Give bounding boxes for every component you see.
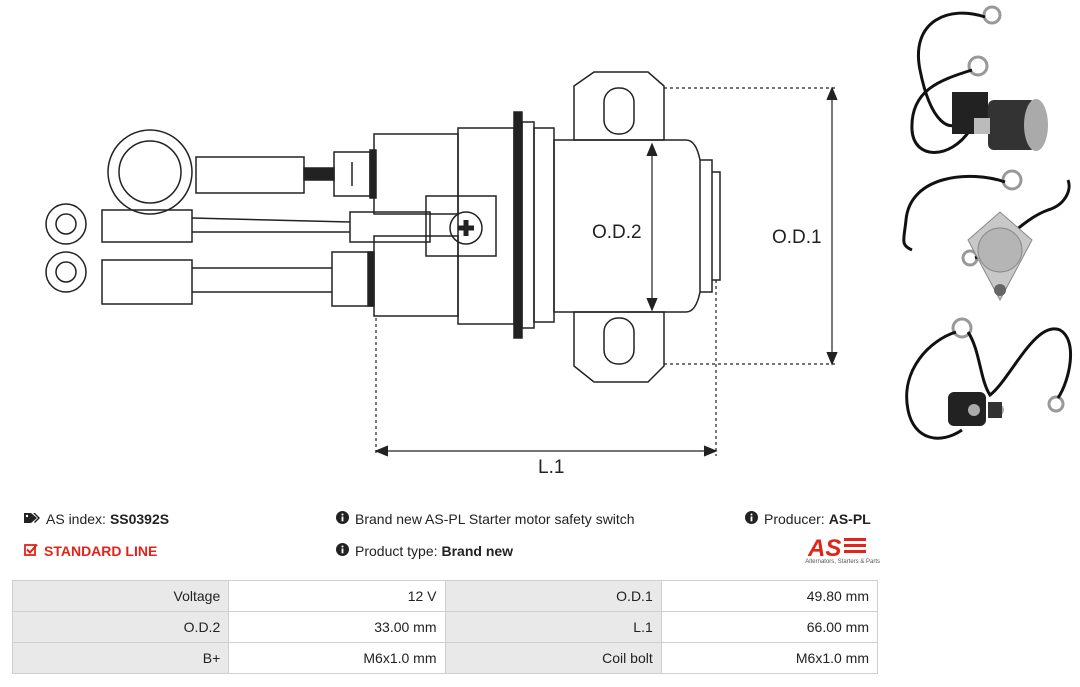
as-pl-logo: AS Alternators, Starters & Parts [790, 535, 880, 569]
spec-key: L.1 [444, 611, 662, 643]
ring-terminal-small-1 [45, 203, 87, 245]
spec-value: 12 V [228, 580, 446, 612]
info-circle-icon [745, 511, 758, 527]
tags-icon [24, 511, 40, 527]
producer-label: Producer: [764, 511, 825, 527]
info-circle-icon [336, 543, 349, 559]
spec-key: Coil bolt [444, 642, 662, 674]
as-index-value: SS0392S [109, 511, 170, 527]
product-photos [890, 0, 1080, 480]
check-square-icon [24, 543, 38, 559]
standard-line-badge: STANDARD LINE [24, 543, 157, 559]
ring-terminal-small-2 [45, 251, 87, 293]
table-row: B+ M6x1.0 mm Coil bolt M6x1.0 mm [11, 642, 879, 674]
as-index-label: AS index: [46, 511, 106, 527]
producer: Producer: AS-PL [745, 511, 871, 527]
l1-label: L.1 [538, 457, 564, 478]
spec-value: M6x1.0 mm [228, 642, 446, 674]
description-text: Brand new AS-PL Starter motor safety swi… [355, 511, 635, 527]
od2-label: O.D.2 [592, 222, 642, 243]
info-circle-icon [336, 511, 349, 527]
ring-terminal-large [107, 129, 193, 215]
producer-value: AS-PL [828, 511, 871, 527]
product-type-value: Brand new [441, 543, 514, 559]
product-info: AS index: SS0392S STANDARD LINE Brand ne… [0, 505, 880, 575]
spec-value: M6x1.0 mm [660, 642, 879, 674]
svg-text:AS: AS [808, 535, 841, 559]
solenoid-schematic: O.D.2 O.D.1 L.1 [45, 71, 838, 478]
mounting-tab-top [573, 71, 665, 141]
product-photo-side [910, 5, 1048, 154]
logo-tagline: Alternators, Starters & Parts [805, 559, 880, 565]
product-type: Product type: Brand new [336, 543, 513, 559]
standard-line-label: STANDARD LINE [44, 543, 158, 559]
product-photo-top [902, 169, 1071, 302]
spec-key: O.D.1 [444, 580, 662, 612]
specs-table: Voltage 12 V O.D.1 49.80 mm O.D.2 33.00 … [11, 580, 879, 674]
product-photo-bottom [905, 317, 1073, 440]
spec-key: O.D.2 [11, 611, 230, 643]
as-index: AS index: SS0392S [24, 511, 169, 527]
table-row: O.D.2 33.00 mm L.1 66.00 mm [11, 611, 879, 643]
spec-value: 33.00 mm [228, 611, 446, 643]
spec-value: 66.00 mm [660, 611, 879, 643]
table-row: Voltage 12 V O.D.1 49.80 mm [11, 580, 879, 612]
spec-value: 49.80 mm [660, 580, 879, 612]
spec-key: Voltage [11, 580, 230, 612]
description: Brand new AS-PL Starter motor safety swi… [336, 511, 635, 527]
as-pl-logo-mark: AS [808, 535, 866, 559]
spec-key: B+ [11, 642, 230, 674]
od1-label: O.D.1 [772, 227, 822, 248]
product-type-label: Product type: [355, 543, 438, 559]
mounting-tab-bottom [573, 311, 665, 383]
technical-drawing: O.D.2 O.D.1 L.1 [45, 71, 838, 478]
